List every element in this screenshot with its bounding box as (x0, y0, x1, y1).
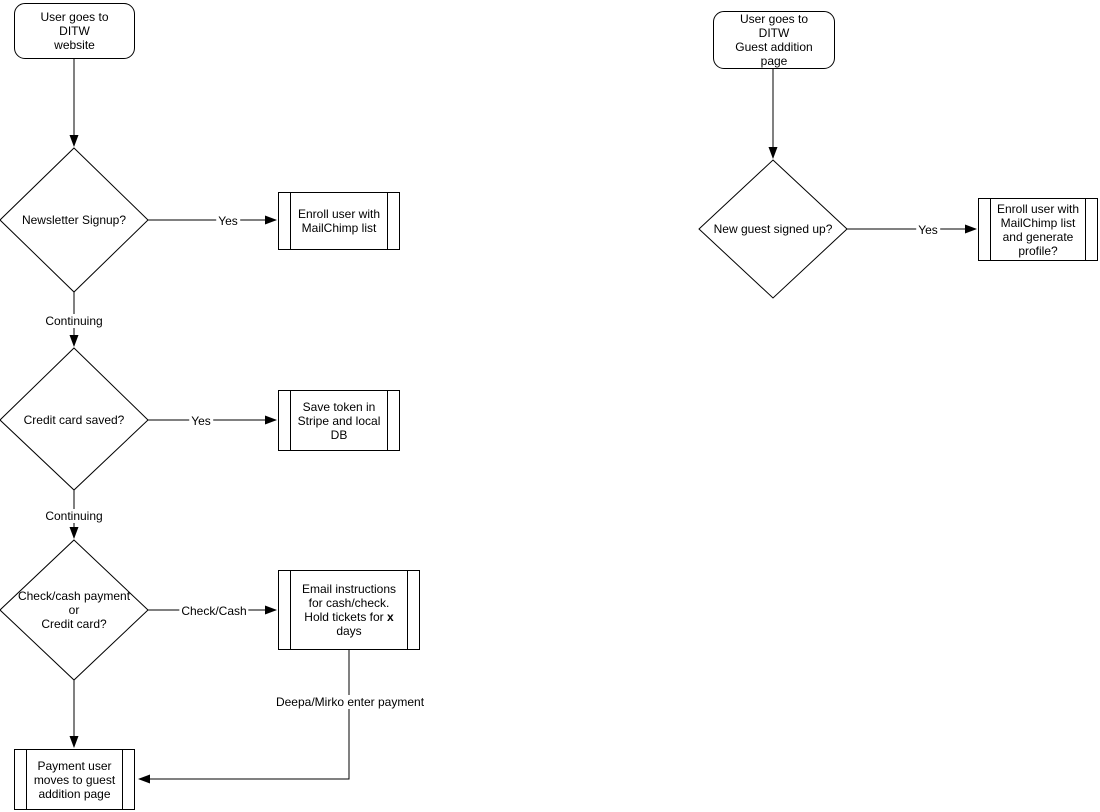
edge-email-to-payment-page (138, 650, 350, 784)
node-email-instructions-label: Email instructions for cash/check. Hold … (279, 582, 419, 638)
decision-check-cash-or-credit (0, 539, 149, 681)
node-start-website: User goes to DITW website (14, 3, 135, 59)
node-payment-guest-page: Payment user moves to guest addition pag… (14, 749, 135, 810)
decision-check-cash-or-credit-label: Check/cash payment or Credit card? (17, 589, 131, 631)
node-start-guest-page-label: User goes to DITW Guest addition page (735, 12, 813, 68)
email-label-after: days (336, 624, 362, 638)
node-enroll-mailchimp-profile-label: Enroll user with MailChimp list and gene… (996, 201, 1080, 258)
decision-credit-card-saved-label: Credit card saved? (23, 413, 125, 427)
decision-newsletter-signup (0, 147, 149, 293)
decision-new-guest-signed-up (698, 159, 848, 299)
decision-newsletter-signup-label: Newsletter Signup? (21, 213, 127, 227)
node-save-token: Save token in Stripe and local DB (278, 390, 400, 451)
node-payment-guest-page-label: Payment user moves to guest addition pag… (33, 758, 116, 801)
email-label-bold-x: x (387, 610, 394, 624)
node-enroll-mailchimp-label: Enroll user with MailChimp list (297, 207, 381, 235)
decision-new-guest-signed-up-label: New guest signed up? (713, 222, 833, 236)
decision-credit-card-saved (0, 347, 149, 491)
node-email-instructions: Email instructions for cash/check. Hold … (278, 570, 420, 650)
node-start-website-label: User goes to DITW website (40, 10, 109, 52)
edge-label-yes-1: Yes (216, 214, 240, 228)
email-label-before: Email instructions for cash/check. Hold … (301, 582, 397, 624)
edge-label-continuing-2: Continuing (43, 509, 105, 523)
node-enroll-mailchimp: Enroll user with MailChimp list (278, 192, 400, 250)
node-enroll-mailchimp-profile: Enroll user with MailChimp list and gene… (978, 198, 1098, 261)
edge-label-check-cash: Check/Cash (179, 604, 249, 618)
edge-label-continuing-1: Continuing (43, 314, 105, 328)
edge-label-yes-3: Yes (916, 223, 940, 237)
edge-label-yes-2: Yes (189, 414, 213, 428)
edge-label-deepa-mirko: Deepa/Mirko enter payment (273, 695, 427, 709)
node-start-guest-page: User goes to DITW Guest addition page (713, 11, 835, 69)
node-save-token-label: Save token in Stripe and local DB (297, 399, 381, 442)
